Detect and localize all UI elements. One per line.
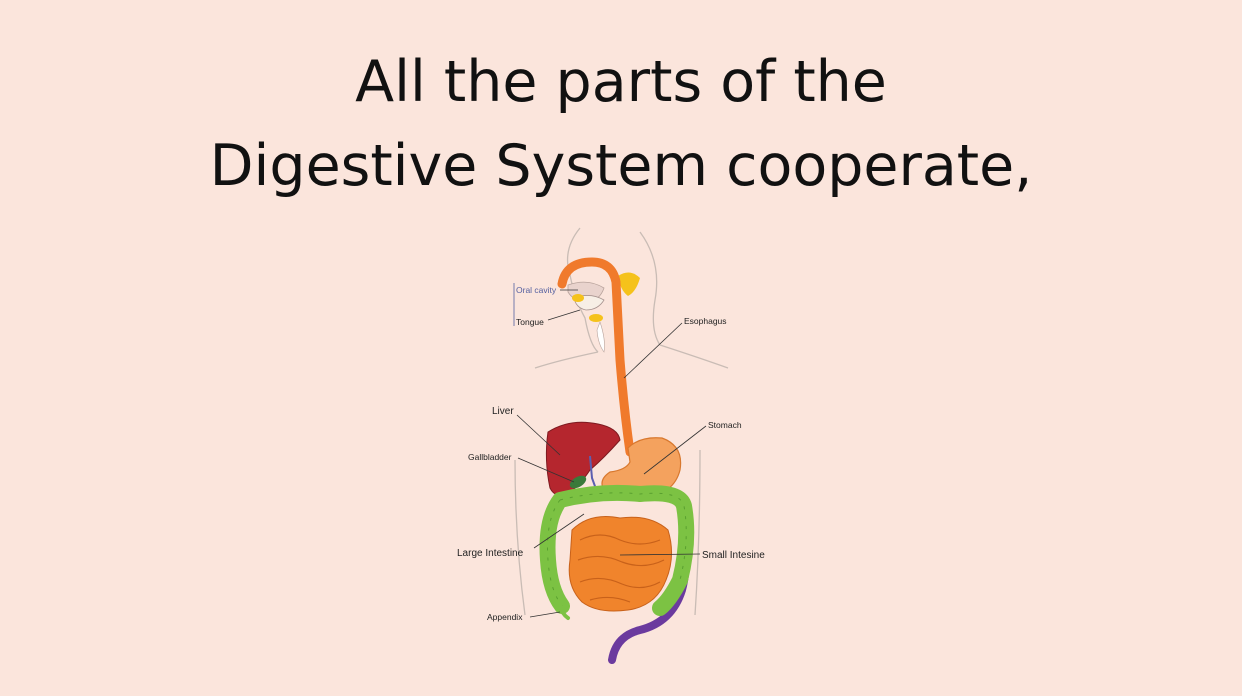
label-esophagus: Esophagus (684, 316, 727, 326)
label-appendix: Appendix (487, 612, 523, 622)
liver (545, 421, 621, 496)
leader-lines (513, 283, 707, 618)
slide-title: All the parts of the Digestive System co… (0, 40, 1242, 208)
title-line-2: Digestive System cooperate, (209, 133, 1033, 199)
label-large-intestine: Large Intestine (457, 548, 524, 559)
small-intestine (568, 516, 672, 612)
salivary-glands (572, 272, 640, 322)
label-stomach: Stomach (708, 420, 742, 430)
label-gallbladder: Gallbladder (468, 452, 512, 462)
label-tongue: Tongue (516, 317, 544, 327)
label-small-intestine: Small Intesine (702, 550, 765, 561)
label-liver: Liver (492, 406, 514, 417)
esophagus (557, 257, 635, 457)
title-line-1: All the parts of the (355, 49, 887, 115)
label-oral-cavity: Oral cavity (516, 285, 557, 295)
appendix (558, 603, 570, 620)
large-intestine-haustra (547, 492, 687, 607)
gallbladder (569, 475, 587, 489)
